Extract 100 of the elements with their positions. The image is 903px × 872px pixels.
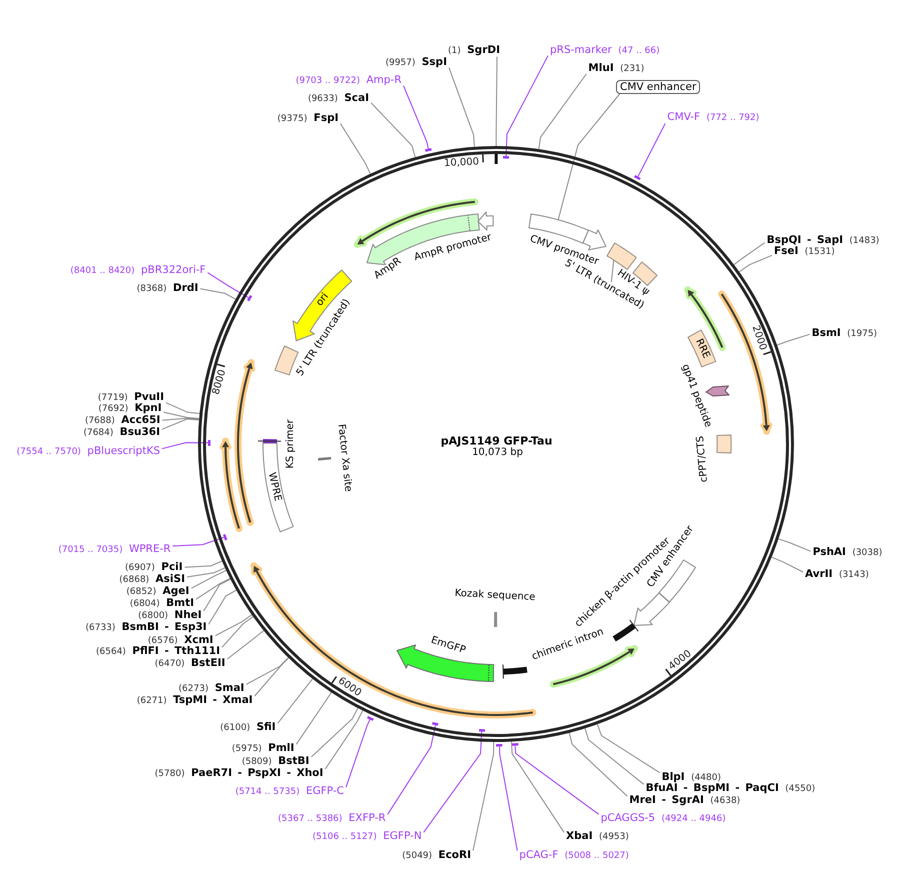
leader-line [200, 288, 236, 300]
leader-line [514, 746, 600, 815]
restriction-site-label: BlpI (4480) [662, 772, 721, 784]
leader-line [738, 254, 772, 272]
restriction-site-label: (6564) PflFI - Tth111I [96, 646, 220, 658]
restriction-site-label: (5049) EcoRI [402, 850, 471, 862]
leader-line [403, 85, 429, 150]
leader-line [172, 536, 224, 546]
primer-label: (5714 .. 5735) EGFP-C [235, 786, 344, 798]
restriction-site-label: BsmI (1975) [812, 328, 878, 340]
restriction-site-label: (8368) DrdI [136, 282, 198, 295]
restriction-site-label: FseI (1531) [774, 246, 835, 258]
feature-label: WPRE [265, 472, 284, 503]
leader-line [163, 412, 200, 420]
restriction-site-label: (6800) NheI [138, 610, 202, 622]
feature-tick [316, 456, 332, 462]
restriction-site-label: BfuAI - BspMI - PaqCI (4550) [646, 783, 816, 796]
primer-site-mark [632, 174, 642, 182]
restriction-site-label: (9375) FspI [277, 112, 338, 125]
restriction-site-label: XbaI (4953) [566, 831, 629, 844]
scale-label: 8000 [210, 368, 228, 396]
restriction-site-label: (6852) AgeI [126, 586, 190, 598]
restriction-site-label: AvrII (3143) [805, 569, 869, 581]
primer-label: (7554 .. 7570) pBluescriptKS [16, 446, 160, 458]
leader-line [558, 93, 620, 220]
directional-feature [477, 211, 494, 232]
feature-label: Kozak sequence [454, 588, 536, 604]
restriction-site-label: (5809) BstBI [242, 756, 310, 768]
primer-label: (7015 .. 7035) WPRE-R [58, 544, 171, 556]
primer-site-mark [495, 743, 504, 748]
restriction-site-label: (7684) Bsu36I [83, 427, 160, 440]
restriction-site-label: (5780) PaeR7I - PspXI - XhoI [154, 768, 324, 780]
feature-tick [492, 610, 498, 628]
leader-line [771, 556, 804, 572]
primer-site-mark [222, 532, 228, 542]
restriction-site-label: (7692) KpnI [98, 403, 162, 416]
restriction-site-label: (6576) XcmI [148, 634, 214, 647]
feature-callout: CMV enhancer [616, 80, 700, 94]
leader-line [511, 741, 564, 833]
feature-label: EmGFP [429, 634, 467, 658]
primer-label: pRS-marker (47 .. 66) [550, 44, 660, 57]
leader-line [499, 746, 518, 852]
leader-line [778, 538, 812, 552]
primer-site-mark [510, 742, 520, 748]
restriction-site-label: (6733) BsmBI - Esp3I [85, 622, 207, 634]
restriction-site-label: (6907) PciI [124, 562, 183, 574]
leader-line [162, 442, 209, 450]
leader-line [207, 272, 249, 298]
primer-label: pCAG-F (5008 .. 5027) [519, 850, 629, 862]
primer-label: (5106 .. 5127) EGFP-N [312, 831, 422, 844]
restriction-site-label: BspQI - SapI (1483) [766, 234, 880, 247]
leader-line [506, 55, 548, 157]
primer-label: (5367 .. 5386) EXFP-R [278, 813, 386, 826]
scale-label: 2000 [750, 324, 768, 352]
restriction-site-label: (1) SgrDI [448, 44, 500, 57]
restriction-site-label: (5975) PmlI [232, 743, 294, 756]
plasmid-name: pAJS1149 GFP-Tau [440, 434, 552, 448]
leader-line [346, 718, 371, 788]
scale-label: 10,000 [444, 156, 480, 169]
leader-line [423, 730, 482, 833]
leader-line [246, 657, 289, 685]
leader-line [184, 560, 222, 568]
feature-label: RRE [692, 337, 712, 361]
restriction-site-label: (6470) BstEII [154, 658, 226, 670]
restriction-site-label: (6100) SfiI [220, 722, 276, 734]
primer-site-mark [246, 294, 253, 302]
leader-line [296, 692, 332, 745]
primer-label: pCAGGS-5 (4924 .. 4946) [600, 813, 726, 826]
restriction-site-label: (6271) TspMI - XmaI [136, 695, 253, 707]
leader-line [190, 570, 227, 589]
leader-line [208, 590, 237, 625]
primer-site-mark [424, 147, 434, 154]
leader-line [162, 418, 200, 430]
leader-line [214, 614, 252, 636]
leader-line [203, 578, 231, 612]
restriction-site-label: (7719) PvuII [98, 392, 164, 404]
leader-line [226, 630, 264, 660]
leader-line [186, 567, 226, 578]
leader-line [196, 578, 231, 600]
leader-line [166, 402, 200, 414]
leader-line [610, 259, 614, 283]
primer-site-mark [478, 728, 486, 732]
restriction-site-label: (6273) SmaI [178, 683, 244, 696]
leader-line [496, 56, 498, 146]
feature-box [716, 434, 732, 454]
plasmid-length: 10,073 bp [472, 447, 523, 460]
leader-line [448, 67, 475, 148]
restriction-site-label: MreI - SgrAI (4638) [629, 795, 740, 808]
leader-line [324, 710, 364, 770]
primer-bar [257, 438, 282, 444]
leader-line [776, 334, 810, 346]
leader-line [584, 728, 644, 785]
restriction-site-label: (6868) AsiSI [119, 574, 185, 586]
leader-line [370, 102, 416, 158]
primer-site-mark [502, 155, 510, 160]
primer-site-mark [431, 721, 440, 727]
leader-line [340, 123, 371, 174]
feature-label: cPPT/CTS [695, 436, 712, 483]
directional-feature [633, 592, 671, 626]
primer-label: CMV-F (772 .. 792) [667, 112, 760, 124]
